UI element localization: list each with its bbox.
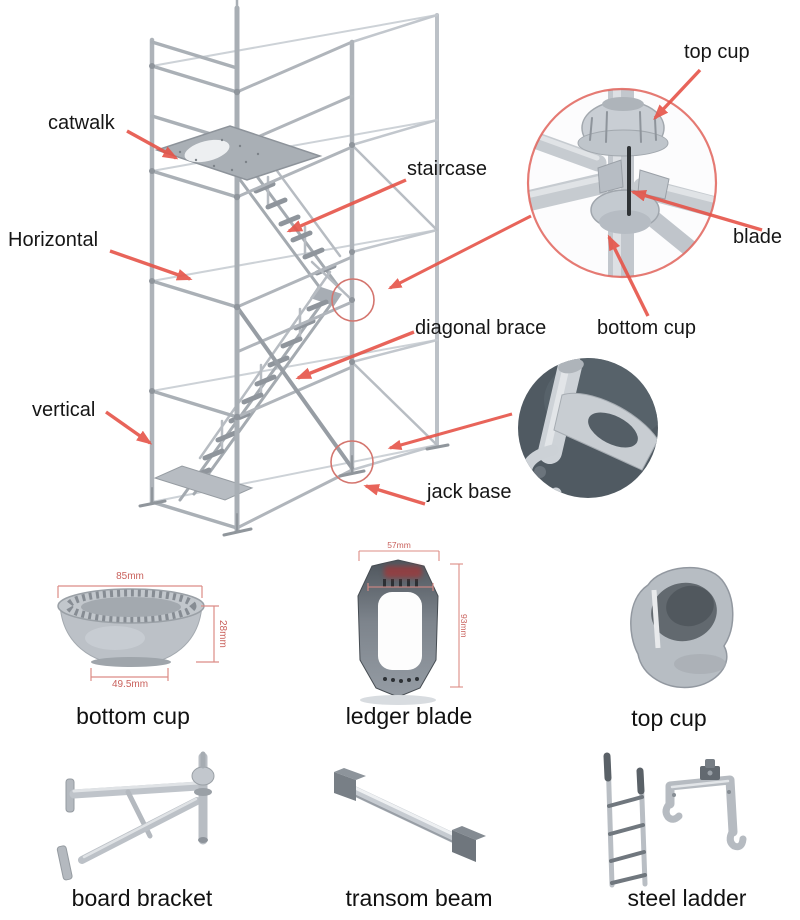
transom-beam-image — [334, 768, 486, 862]
annotation-arrows — [105, 68, 763, 506]
label-diagonal-brace: diagonal brace — [415, 317, 547, 339]
dim-bottom-cup-base: 49.5mm — [111, 679, 149, 690]
cuplock-nodes — [149, 63, 355, 421]
ledger-blade-dimension-lines — [358, 550, 463, 688]
top-cup-image — [630, 566, 734, 689]
joint-detail-photo — [526, 87, 718, 279]
highlight-circle-node — [331, 278, 375, 322]
label-bottom-cup-component: bottom cup — [76, 703, 190, 729]
dim-bottom-cup-height: 28mm — [217, 620, 228, 648]
dim-ledger-blade-height: 93mm — [459, 614, 469, 638]
red-watermark — [384, 566, 422, 578]
steel-ladder-image — [603, 752, 747, 888]
label-bottom-cup-detail: bottom cup — [597, 317, 696, 339]
label-transom-beam: transom beam — [345, 885, 493, 911]
diagonal-brace-tube — [235, 305, 354, 470]
label-catwalk: catwalk — [48, 112, 115, 134]
dim-bottom-cup-top: 85mm — [116, 571, 144, 582]
label-board-bracket: board bracket — [71, 885, 213, 911]
catwalk-deck — [154, 125, 323, 181]
ledger-blade-image — [357, 550, 463, 705]
label-horizontal: Horizontal — [8, 229, 99, 251]
label-top-cup-detail: top cup — [684, 41, 750, 63]
label-top-cup-component: top cup — [631, 705, 707, 731]
tower-illustration — [138, 0, 450, 537]
bottom-cup-dimension-lines — [57, 585, 219, 681]
highlight-circle-base — [330, 440, 374, 484]
label-steel-ladder: steel ladder — [627, 885, 747, 911]
dim-ledger-blade-width: 57mm — [387, 540, 411, 550]
label-vertical: vertical — [32, 399, 96, 421]
board-bracket-image — [56, 751, 215, 881]
blade-detail-photo — [518, 358, 658, 498]
joint-detail-circle-outline — [526, 87, 718, 279]
bottom-cup-image — [57, 585, 219, 681]
staircase-lower-flight — [153, 270, 336, 502]
label-blade-detail: blade — [733, 226, 782, 248]
label-ledger-blade-component: ledger blade — [345, 703, 473, 729]
label-staircase: staircase — [407, 158, 488, 180]
label-jack-base: jack base — [427, 481, 512, 503]
jack-bases — [138, 443, 450, 537]
